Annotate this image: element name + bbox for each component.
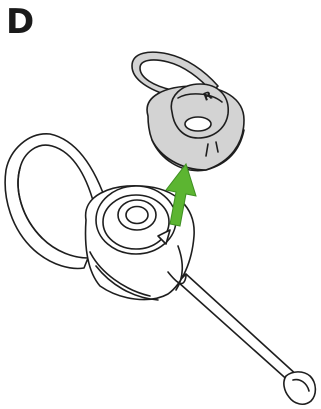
ear-gel: R [132,52,244,170]
microphone-boom [178,274,315,404]
